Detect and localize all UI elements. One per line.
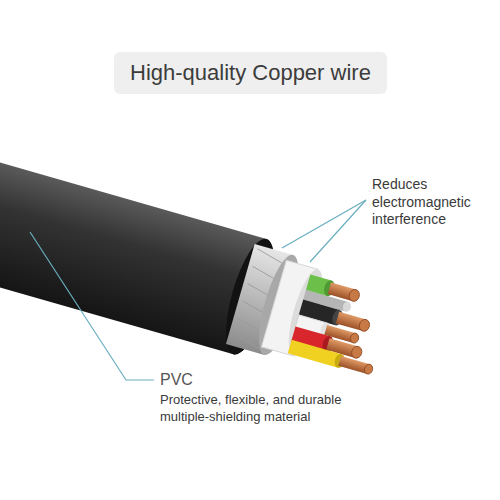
copper-end: [358, 318, 371, 332]
cable: [0, 145, 399, 392]
material-name: PVC: [160, 370, 360, 389]
drain-end: [342, 301, 352, 313]
yellow-insulation: [288, 340, 342, 368]
copper-end: [350, 345, 363, 359]
material-description: Protective, flexible, and durable multip…: [160, 392, 392, 426]
copper-end: [348, 288, 361, 302]
leader-lines: [30, 200, 366, 380]
leader-line: [282, 200, 366, 248]
callout-text: Reduces electromagnetic interference: [372, 176, 496, 229]
leader-line: [30, 232, 154, 380]
copper-end: [349, 332, 359, 344]
title-box: High-quality Copper wire: [114, 52, 387, 94]
copper-end: [363, 363, 373, 375]
leader-line: [310, 200, 366, 262]
